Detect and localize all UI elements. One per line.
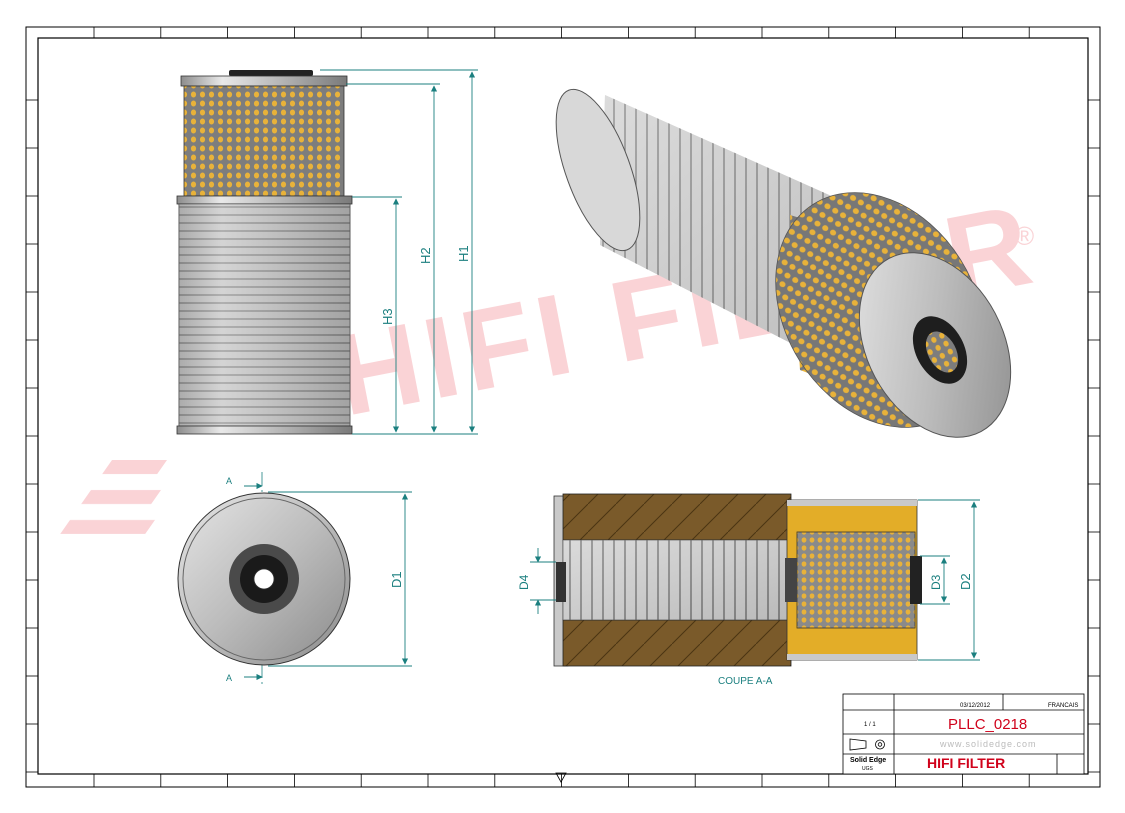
title-date: 03/12/2012 [960,703,991,709]
section-marker-bottom: A [226,673,232,683]
title-part-number: PLLC_0218 [948,716,1027,733]
drawing-frame [25,26,1101,788]
top-seal [229,70,313,76]
title-website: www.solidedge.com [939,739,1037,749]
center-marker-icon [555,772,567,783]
title-software: Solid Edge [850,757,886,764]
dim-d2: D2 [958,573,973,590]
end-view-dimensions [244,482,412,681]
title-company: HIFI FILTER [927,755,1005,771]
top-cap [180,75,348,87]
dim-h2: H2 [418,247,433,264]
front-view [176,70,353,435]
dim-h3: H3 [380,308,395,325]
section-marker-top: A [226,476,232,486]
front-dimensions [320,69,478,435]
section-dimensions [530,499,980,661]
title-language: FRANCAIS [1048,703,1078,709]
bottom-ring [176,425,353,435]
watermark-registered: ® [1015,221,1034,251]
title-sheet: 1 / 1 [864,722,876,728]
isometric-view [555,88,1012,438]
perforated-core [183,85,345,197]
projection-symbol-icon [849,738,885,751]
dim-d3: D3 [929,574,943,590]
end-view [177,472,351,686]
mid-ring [176,195,353,205]
section-view [553,493,922,667]
section-caption: COUPE A-A [718,676,773,687]
title-units: UGS [862,766,874,772]
dim-d4: D4 [517,574,531,590]
dim-h1: H1 [456,245,471,262]
dim-d1: D1 [389,571,404,588]
title-block [842,693,1085,775]
